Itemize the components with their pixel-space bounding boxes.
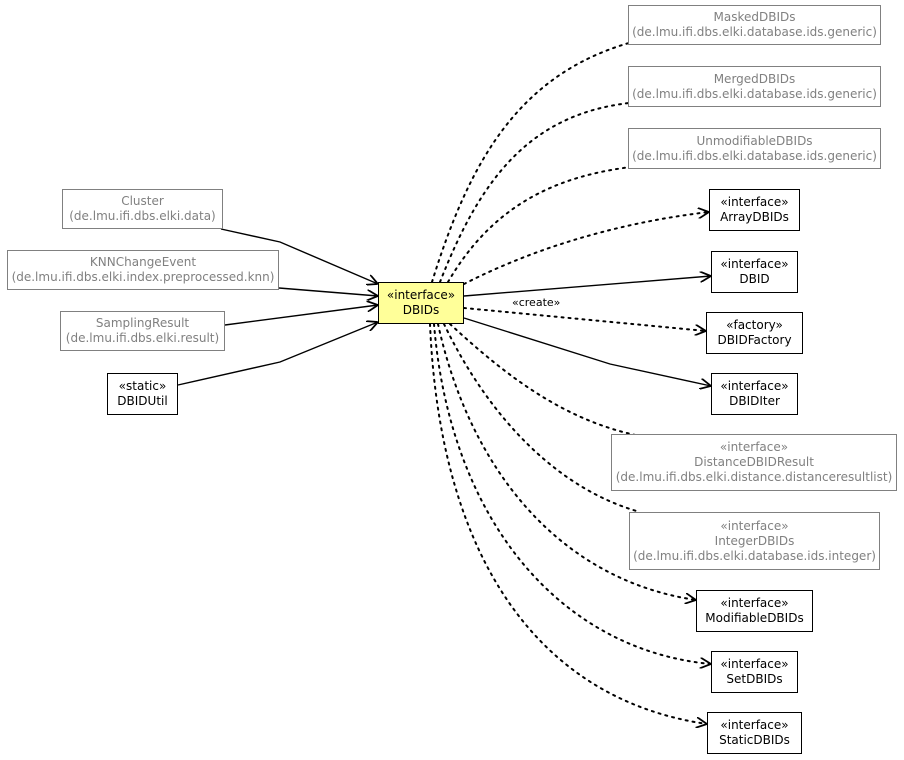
node-package: (de.lmu.ifi.dbs.elki.distance.distancere… xyxy=(615,470,893,484)
edge-dbids-setdbids xyxy=(433,323,712,664)
edge-dbids-maskeddbids xyxy=(431,39,641,283)
node-dbiditer[interactable]: «interface» DBIDIter xyxy=(711,373,798,415)
node-name: DBIDIter xyxy=(729,394,780,408)
node-name: StaticDBIDs xyxy=(719,733,790,747)
node-package: (de.lmu.ifi.dbs.elki.index.preprocessed.… xyxy=(11,270,275,284)
node-package: (de.lmu.ifi.dbs.elki.result) xyxy=(65,331,220,345)
node-name: MaskedDBIDs xyxy=(713,10,796,24)
node-stereotype: «interface» xyxy=(720,718,789,732)
node-modifiabledbids[interactable]: «interface» ModifiableDBIDs xyxy=(696,590,813,632)
edge-dbidutil-dbids xyxy=(177,322,378,386)
edge-dbids-dbiditer xyxy=(463,317,711,386)
node-name: DBIDUtil xyxy=(117,394,168,408)
node-knnchangeevent[interactable]: KNNChangeEvent (de.lmu.ifi.dbs.elki.inde… xyxy=(7,250,279,290)
node-name: IntegerDBIDs xyxy=(714,533,795,548)
node-samplingresult[interactable]: SamplingResult (de.lmu.ifi.dbs.elki.resu… xyxy=(60,311,225,351)
node-stereotype: «interface» xyxy=(720,257,789,271)
node-stereotype: «interface» xyxy=(720,379,789,393)
node-name: MergedDBIDs xyxy=(713,71,796,86)
node-name: DBIDs xyxy=(402,303,440,317)
node-stereotype: «interface» xyxy=(720,195,789,209)
node-dbidutil[interactable]: «static» DBIDUtil xyxy=(107,373,178,415)
edge-dbids-integerdbids xyxy=(443,323,641,513)
node-stereotype: «interface» xyxy=(720,657,789,671)
node-stereotype: «interface» xyxy=(720,518,789,533)
edge-dbids-unmodifiabledbids xyxy=(447,165,641,283)
node-name: ArrayDBIDs xyxy=(720,210,789,224)
node-stereotype: «interface» xyxy=(719,440,789,454)
node-name: KNNChangeEvent xyxy=(89,255,197,269)
node-package: (de.lmu.ifi.dbs.elki.database.ids.generi… xyxy=(632,86,877,101)
edge-dbids-dbidfactory xyxy=(463,307,707,331)
edge-knnchangeevent-dbids xyxy=(278,287,378,296)
node-stereotype: «interface» xyxy=(386,288,456,302)
node-cluster[interactable]: Cluster (de.lmu.ifi.dbs.elki.data) xyxy=(62,189,223,229)
node-name: DBID xyxy=(739,272,770,286)
edge-dbids-distancedbidresult xyxy=(449,323,641,437)
node-stereotype: «static» xyxy=(118,379,167,393)
node-package: (de.lmu.ifi.dbs.elki.database.ids.generi… xyxy=(632,25,877,39)
node-setdbids[interactable]: «interface» SetDBIDs xyxy=(711,651,798,693)
node-dbidfactory[interactable]: «factory» DBIDFactory xyxy=(706,312,803,354)
node-maskeddbids[interactable]: MaskedDBIDs (de.lmu.ifi.dbs.elki.databas… xyxy=(628,5,881,45)
edge-cluster-dbids xyxy=(220,228,378,284)
node-distancedbidresult[interactable]: «interface» DistanceDBIDResult (de.lmu.i… xyxy=(611,434,897,491)
node-name: DistanceDBIDResult xyxy=(694,455,814,469)
edge-dbids-mergeddbids xyxy=(439,101,641,283)
node-name: ModifiableDBIDs xyxy=(705,611,804,625)
node-stereotype: «factory» xyxy=(726,318,783,332)
node-mergeddbids[interactable]: MergedDBIDs (de.lmu.ifi.dbs.elki.databas… xyxy=(628,66,881,107)
edge-dbids-dbid xyxy=(463,276,711,297)
node-package: (de.lmu.ifi.dbs.elki.data) xyxy=(69,209,216,223)
node-package: (de.lmu.ifi.dbs.elki.database.ids.intege… xyxy=(633,548,876,563)
edge-dbids-staticdbids xyxy=(429,323,708,724)
node-name: SetDBIDs xyxy=(726,672,783,686)
edge-samplingresult-dbids xyxy=(224,305,378,326)
node-dbids[interactable]: «interface» DBIDs xyxy=(378,282,464,324)
edge-dbids-arraydbids xyxy=(463,212,710,285)
node-name: Cluster xyxy=(121,194,164,208)
node-name: DBIDFactory xyxy=(717,333,792,347)
node-integerdbids[interactable]: «interface» IntegerDBIDs (de.lmu.ifi.dbs… xyxy=(629,512,880,570)
node-arraydbids[interactable]: «interface» ArrayDBIDs xyxy=(709,189,800,231)
node-staticdbids[interactable]: «interface» StaticDBIDs xyxy=(707,712,802,754)
node-package: (de.lmu.ifi.dbs.elki.database.ids.generi… xyxy=(632,148,877,163)
node-dbid[interactable]: «interface» DBID xyxy=(711,251,798,293)
node-name: UnmodifiableDBIDs xyxy=(696,133,813,148)
node-name: SamplingResult xyxy=(95,316,190,330)
node-unmodifiabledbids[interactable]: UnmodifiableDBIDs (de.lmu.ifi.dbs.elki.d… xyxy=(628,128,881,169)
node-stereotype: «interface» xyxy=(720,596,789,610)
edge-label-create: «create» xyxy=(512,296,561,309)
